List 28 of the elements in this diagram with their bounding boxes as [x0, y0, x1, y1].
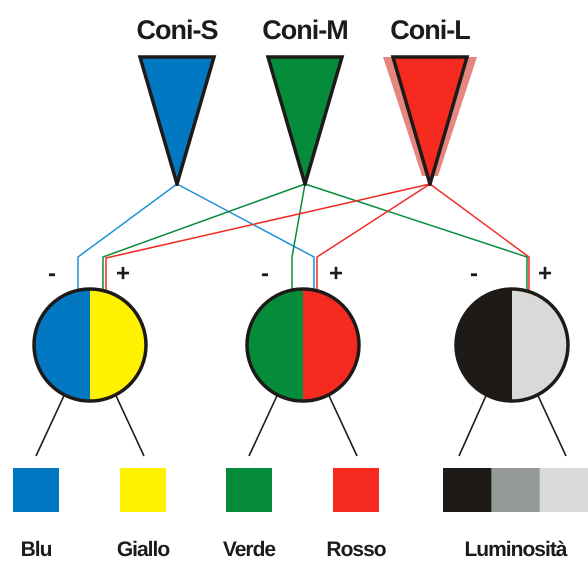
cone-title: Coni-L — [389, 14, 471, 46]
polarity-sign: + — [329, 262, 344, 286]
signal-wire — [77, 183, 178, 290]
polarity-sign: - — [470, 262, 478, 286]
cone-title: Coni-S — [136, 14, 218, 46]
signal-wire — [102, 183, 306, 290]
polarity-sign: - — [261, 262, 269, 286]
signal-wire — [304, 183, 528, 290]
signal-wire — [316, 183, 430, 290]
signal-wire — [176, 183, 315, 290]
connector-line — [35, 395, 65, 456]
polarity-sign: + — [116, 262, 130, 286]
connector-line — [328, 395, 358, 456]
connector-line — [537, 395, 567, 456]
polarity-sign: + — [538, 262, 552, 286]
cone-title: Coni-M — [261, 14, 349, 46]
swatch-label: Giallo — [116, 538, 170, 562]
connector-line — [458, 395, 487, 456]
swatch-label: Verde — [222, 538, 276, 562]
signal-wire — [291, 184, 306, 290]
signal-wire — [430, 183, 530, 291]
swatch-label: Luminosità — [463, 538, 568, 562]
swatch-label: Blu — [20, 538, 52, 562]
swatch-label: Rosso — [325, 538, 387, 562]
connector-line — [115, 395, 145, 456]
signal-wire — [105, 183, 430, 290]
connector-line — [248, 395, 278, 456]
polarity-sign: - — [48, 262, 56, 286]
